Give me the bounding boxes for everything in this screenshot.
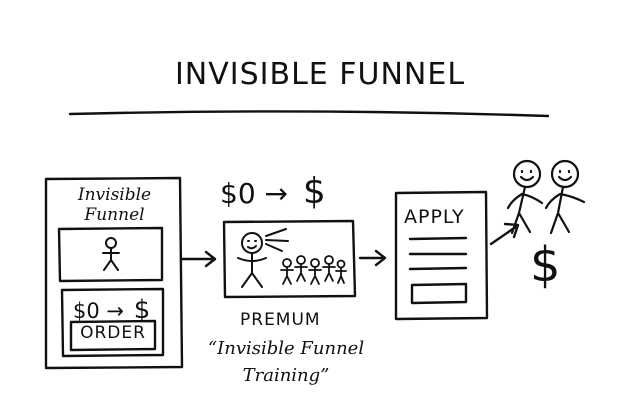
submit-button-outline bbox=[412, 284, 466, 303]
speaking-figure-icon bbox=[238, 229, 288, 287]
price-arrow: → bbox=[265, 177, 288, 210]
price-to: $ bbox=[303, 171, 326, 212]
order-label: ORDER bbox=[73, 325, 153, 342]
diagram-title: INVISIBLE FUNNEL bbox=[0, 60, 640, 90]
price-to: $ bbox=[134, 295, 151, 325]
premium-subtitle-line1: “Invisible Funnel bbox=[196, 340, 376, 358]
arrow-right-icon bbox=[182, 252, 215, 266]
price-from: $0 bbox=[220, 177, 256, 210]
form-lines bbox=[410, 238, 466, 269]
result-dollar: $ bbox=[530, 241, 561, 289]
apply-label: APPLY bbox=[404, 208, 465, 227]
premium-price: $0 → $ bbox=[220, 174, 326, 210]
walking-people-icon bbox=[508, 161, 584, 233]
arrow-right-icon bbox=[360, 251, 385, 265]
price-from: $0 bbox=[73, 299, 100, 323]
title-underline bbox=[70, 111, 548, 116]
funnel-price: $0 → $ bbox=[73, 297, 150, 323]
premium-label: PREMUM bbox=[240, 312, 321, 329]
funnel-box-title: Invisible Funnel bbox=[47, 185, 182, 225]
premium-subtitle-line2: Training” bbox=[196, 367, 376, 385]
audience-icon bbox=[281, 256, 346, 284]
stick-figure-icon bbox=[103, 238, 119, 270]
price-arrow: → bbox=[106, 299, 124, 323]
